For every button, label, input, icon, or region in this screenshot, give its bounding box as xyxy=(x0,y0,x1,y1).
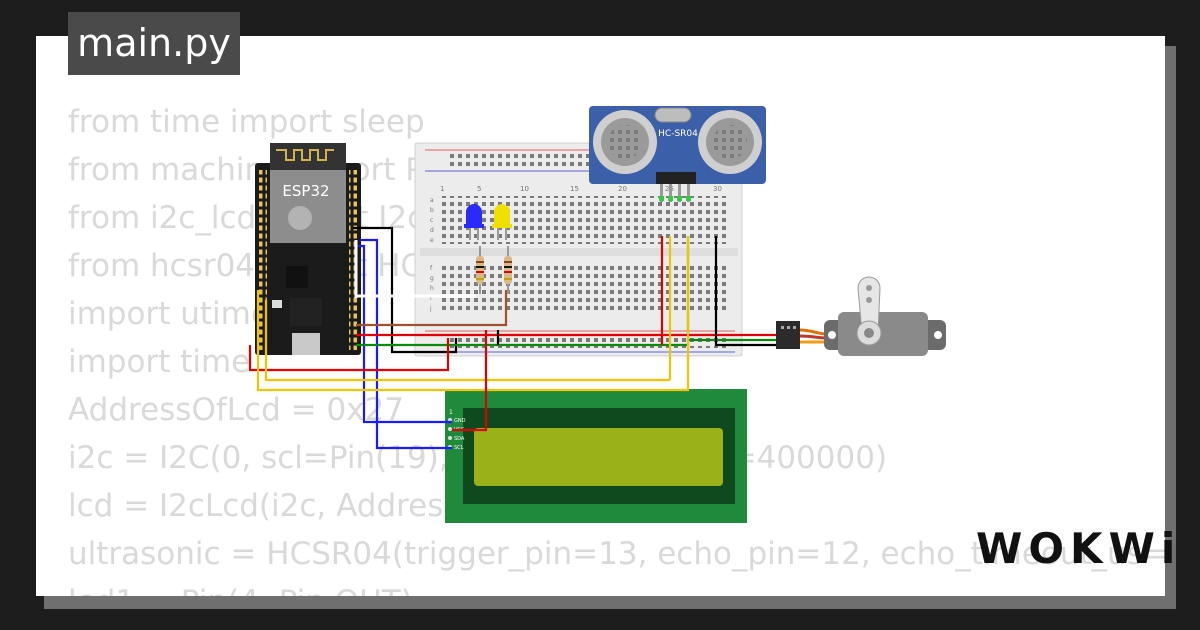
row-letter: g xyxy=(430,275,434,282)
column-number: 20 xyxy=(618,185,627,193)
sensor-label: HC-SR04 xyxy=(658,129,698,139)
row-letter: a xyxy=(430,197,434,204)
column-number: 15 xyxy=(570,185,579,193)
lcd-pin-label: GND xyxy=(454,418,466,424)
row-letter: c xyxy=(430,217,433,224)
resistor[interactable] xyxy=(504,246,512,294)
resistor[interactable] xyxy=(476,246,484,294)
lcd-pin-number: 1 xyxy=(449,409,453,416)
lcd-display[interactable]: 1 GND VCC SDA SCL xyxy=(445,389,747,523)
code-line: from time import sleep xyxy=(68,104,425,140)
row-letter: d xyxy=(430,227,434,234)
row-letter: h xyxy=(430,285,434,292)
led-blue[interactable] xyxy=(464,204,484,240)
code-line: import time xyxy=(68,344,251,380)
row-letter: i xyxy=(430,295,432,302)
column-number: 1 xyxy=(440,185,444,193)
code-line: led1 = Pin(4, Pin.OUT) xyxy=(68,578,1165,596)
code-line: ultrasonic = HCSR04(trigger_pin=13, echo… xyxy=(68,536,1165,572)
column-number: 30 xyxy=(713,185,722,193)
ultrasonic-sensor[interactable]: HC-SR04 xyxy=(589,106,766,202)
wokwi-logo: WOKWi xyxy=(976,524,1182,573)
servo-motor[interactable] xyxy=(776,276,946,356)
file-tab[interactable]: main.py xyxy=(68,12,240,75)
column-number: 10 xyxy=(520,185,529,193)
led-yellow[interactable] xyxy=(492,204,512,240)
code-line: AddressOfLcd = 0x27 xyxy=(68,392,404,428)
row-letter: j xyxy=(429,305,432,312)
row-letter: e xyxy=(430,237,434,244)
column-number: 5 xyxy=(477,185,481,193)
lcd-pin-label: SDA xyxy=(454,436,465,442)
row-letter: b xyxy=(430,207,434,214)
lcd-pin-label: SCL xyxy=(454,445,464,451)
wires xyxy=(248,226,776,450)
code-line: import utime xyxy=(68,296,270,332)
esp32-board[interactable]: ESP32 xyxy=(255,143,361,355)
esp32-label: ESP32 xyxy=(282,182,329,200)
row-letter: f xyxy=(430,265,433,272)
